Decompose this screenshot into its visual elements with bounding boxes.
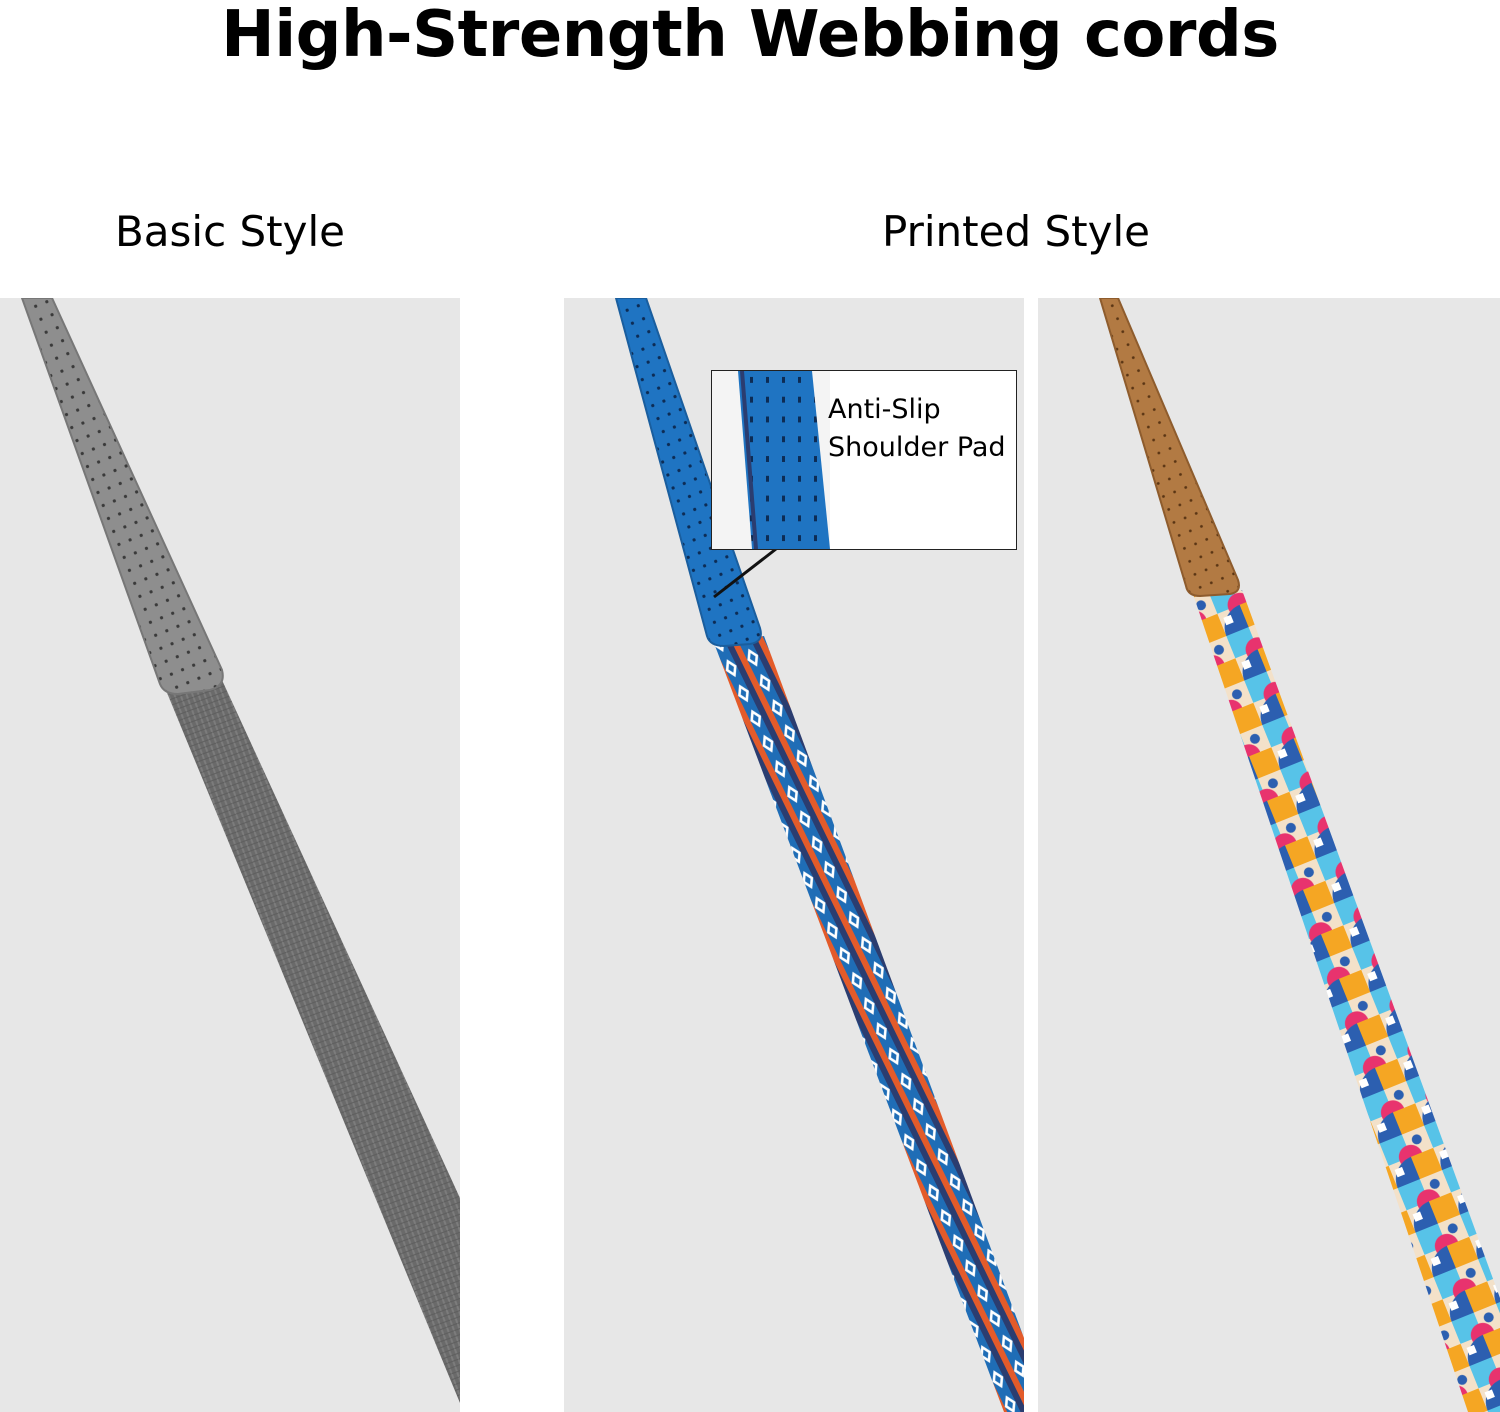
- callout-line-2: Shoulder Pad: [828, 432, 1006, 463]
- colorful-printed-strap-image: [1038, 298, 1500, 1412]
- colorful-strap-graphic: [1098, 298, 1500, 1412]
- zoomed-pad-graphic: [712, 371, 830, 549]
- printed-style-label: Printed Style: [882, 207, 1150, 256]
- basic-strap-image: [0, 298, 460, 1412]
- callout-line-1: Anti-Slip: [828, 394, 941, 425]
- basic-style-label: Basic Style: [114, 207, 346, 256]
- anti-slip-callout: Anti-Slip Shoulder Pad: [711, 370, 1017, 550]
- page-title: High-Strength Webbing cords: [221, 0, 1279, 72]
- shoulder-pad-zoom-image: [712, 371, 830, 549]
- gray-strap-graphic: [20, 298, 460, 1403]
- callout-text: Anti-Slip Shoulder Pad: [828, 391, 1018, 467]
